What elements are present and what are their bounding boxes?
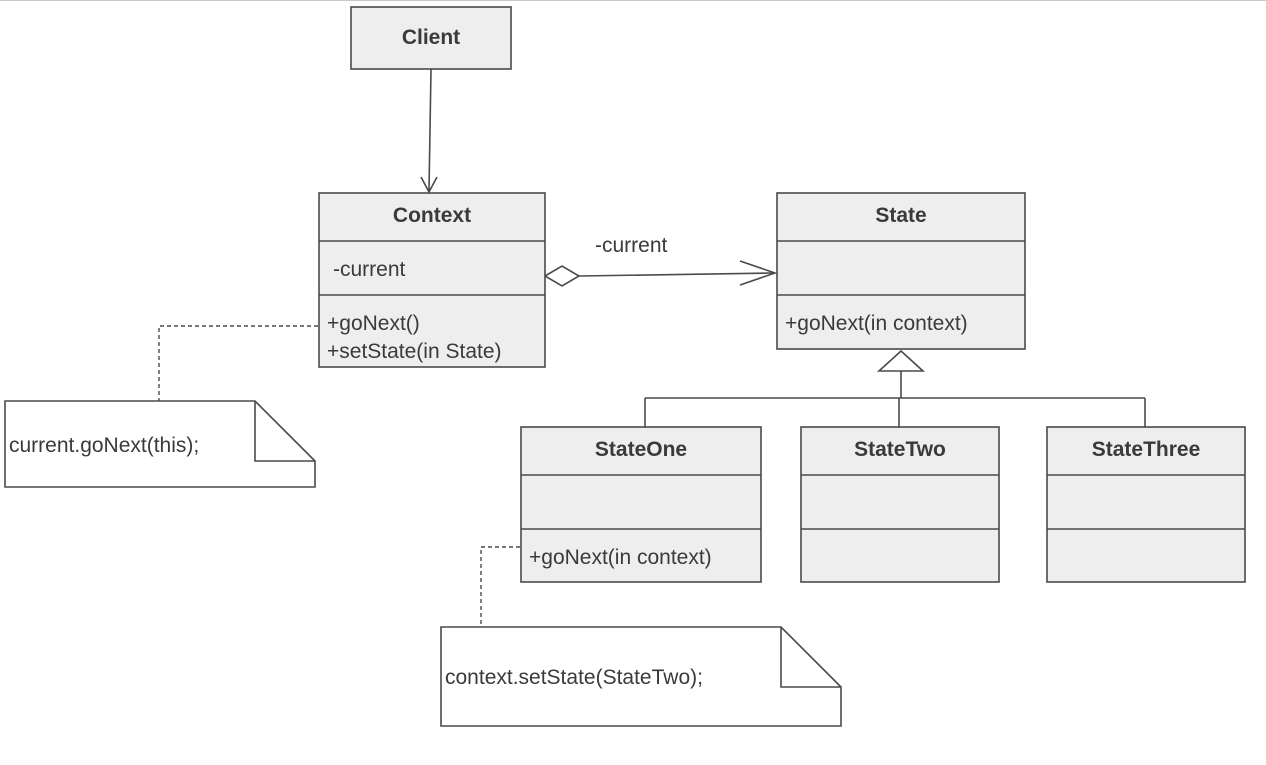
note-state-one[interactable]: context.setState(StateTwo); bbox=[440, 626, 842, 727]
association-role-label: -current bbox=[595, 234, 668, 257]
class-box bbox=[350, 6, 512, 70]
state-one-note-anchor bbox=[480, 546, 520, 627]
top-rule bbox=[0, 0, 1266, 1]
dependency-line bbox=[428, 68, 432, 192]
class-state-two[interactable]: StateTwo bbox=[800, 426, 1000, 583]
note-shape bbox=[440, 626, 842, 727]
note-fold bbox=[254, 401, 315, 462]
class-name: Context bbox=[393, 204, 471, 227]
class-client[interactable]: Client bbox=[350, 6, 512, 70]
class-state-one[interactable]: StateOne +goNext(in context) bbox=[520, 426, 762, 583]
class-name: StateOne bbox=[595, 438, 687, 461]
class-name: State bbox=[875, 204, 926, 227]
context-state-aggregation[interactable]: -current bbox=[543, 234, 778, 287]
open-arrowhead bbox=[739, 260, 778, 286]
class-box bbox=[776, 192, 1026, 350]
class-context[interactable]: Context -current +goNext() +setState(in … bbox=[318, 192, 546, 368]
class-box bbox=[1046, 426, 1246, 583]
attribute: -current bbox=[333, 258, 406, 281]
class-state-three[interactable]: StateThree bbox=[1046, 426, 1246, 583]
generalization-tree[interactable] bbox=[644, 349, 1146, 427]
operation: +setState(in State) bbox=[327, 340, 502, 363]
note-text: current.goNext(this); bbox=[9, 434, 199, 457]
open-arrowhead bbox=[420, 176, 438, 194]
note-text: context.setState(StateTwo); bbox=[445, 666, 703, 689]
note-fold bbox=[780, 627, 841, 688]
operation: +goNext(in context) bbox=[785, 312, 968, 335]
aggregation-diamond bbox=[543, 265, 581, 287]
class-state[interactable]: State +goNext(in context) bbox=[776, 192, 1026, 350]
association-line bbox=[578, 272, 776, 277]
note-shape bbox=[4, 400, 316, 488]
class-box bbox=[318, 192, 546, 368]
operation: +goNext(in context) bbox=[529, 546, 712, 569]
inheritance-triangle bbox=[876, 349, 926, 372]
class-name: Client bbox=[402, 26, 460, 49]
class-box bbox=[800, 426, 1000, 583]
note-context[interactable]: current.goNext(this); bbox=[4, 400, 316, 488]
operation: +goNext() bbox=[327, 312, 420, 335]
class-name: StateTwo bbox=[854, 438, 946, 461]
client-context-dependency[interactable] bbox=[420, 68, 438, 194]
class-name: StateThree bbox=[1092, 438, 1201, 461]
context-note-anchor bbox=[158, 325, 318, 401]
class-box bbox=[520, 426, 762, 583]
